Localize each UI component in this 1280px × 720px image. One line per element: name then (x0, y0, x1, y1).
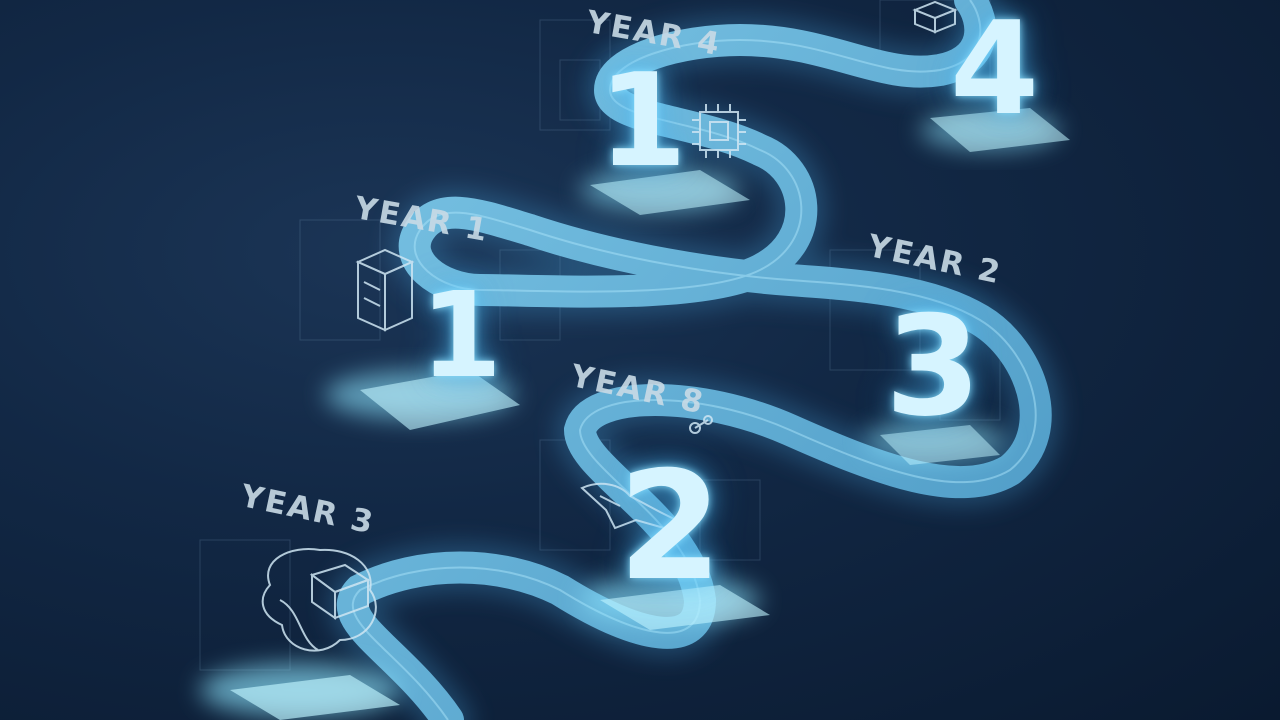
network-icon (689, 415, 713, 434)
robotic-hand-icon (580, 482, 678, 530)
milestone-numeral: 2 (618, 440, 723, 614)
glow-platforms (200, 108, 1070, 720)
milestone-numeral: 1 (420, 266, 503, 404)
milestone-numeral: 4 (950, 0, 1040, 144)
milestone-numeral: 3 (885, 286, 982, 447)
brain-cube-icon (261, 548, 377, 652)
milestone-numeral: 1 (598, 47, 688, 196)
server-tower-icon (355, 248, 415, 332)
cube-box-icon (912, 0, 958, 34)
microchip-icon (692, 104, 746, 158)
